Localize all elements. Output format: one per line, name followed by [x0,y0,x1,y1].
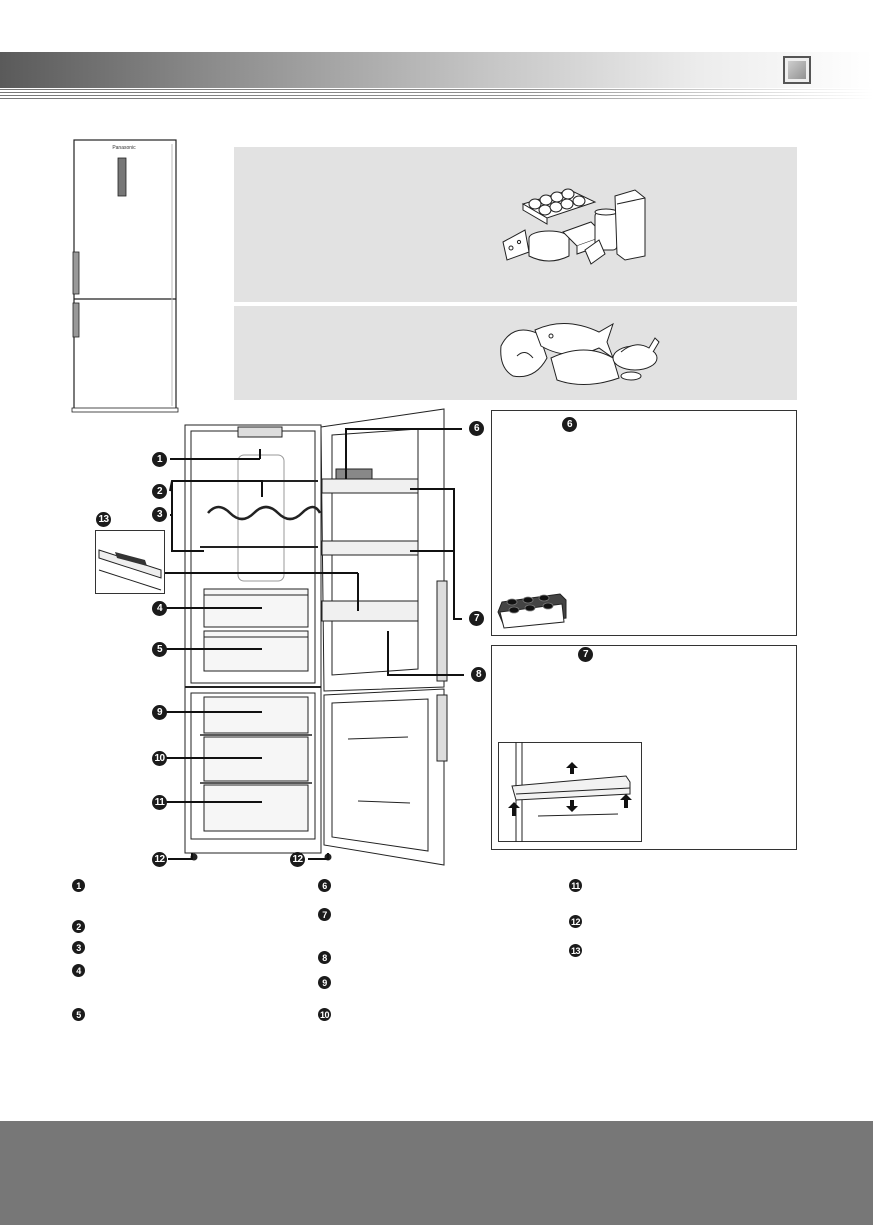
legend-marker-5: 5 [72,1008,85,1021]
shelf-box-marker: 7 [578,647,593,662]
callout-7: 7 [469,611,484,626]
shelf-edge-detail-inset [95,530,165,594]
frozen-food-illustration [500,322,660,386]
legend-marker-12: 12 [569,915,582,928]
door-bin-adjust-illustration [498,742,642,842]
callout-12-left: 12 [152,852,167,867]
callout-10: 10 [152,751,167,766]
callout-3: 3 [152,507,167,522]
header-stripes [0,89,873,101]
legend-marker-3: 3 [72,941,85,954]
callout-9: 9 [152,705,167,720]
legend-marker-10: 10 [318,1008,331,1021]
egg-box-marker: 6 [562,417,577,432]
callout-8: 8 [471,667,486,682]
legend-marker-13: 13 [569,944,582,957]
header-band [0,52,873,88]
callout-4: 4 [152,601,167,616]
legend-marker-1: 1 [72,879,85,892]
callout-13: 13 [96,512,111,527]
footer-band [0,1121,873,1225]
legend-marker-8: 8 [318,951,331,964]
fridge-closed-illustration [71,139,179,413]
legend-marker-2: 2 [72,920,85,933]
legend-marker-7: 7 [318,908,331,921]
callout-5: 5 [152,642,167,657]
legend-marker-9: 9 [318,976,331,989]
callout-11: 11 [152,795,167,810]
egg-tray-illustration [497,593,567,629]
fridge-open-diagram [154,408,464,866]
legend-marker-11: 11 [569,879,582,892]
section-marker-icon [783,56,811,84]
fresh-food-panel [234,147,797,302]
dairy-food-illustration [502,188,646,265]
callout-6: 6 [469,421,484,436]
legend-marker-4: 4 [72,964,85,977]
legend-marker-6: 6 [318,879,331,892]
fridge-brand-label: Panasonic [112,145,136,151]
callout-2: 2 [152,484,167,499]
callout-12-right: 12 [290,852,305,867]
callout-1: 1 [152,452,167,467]
